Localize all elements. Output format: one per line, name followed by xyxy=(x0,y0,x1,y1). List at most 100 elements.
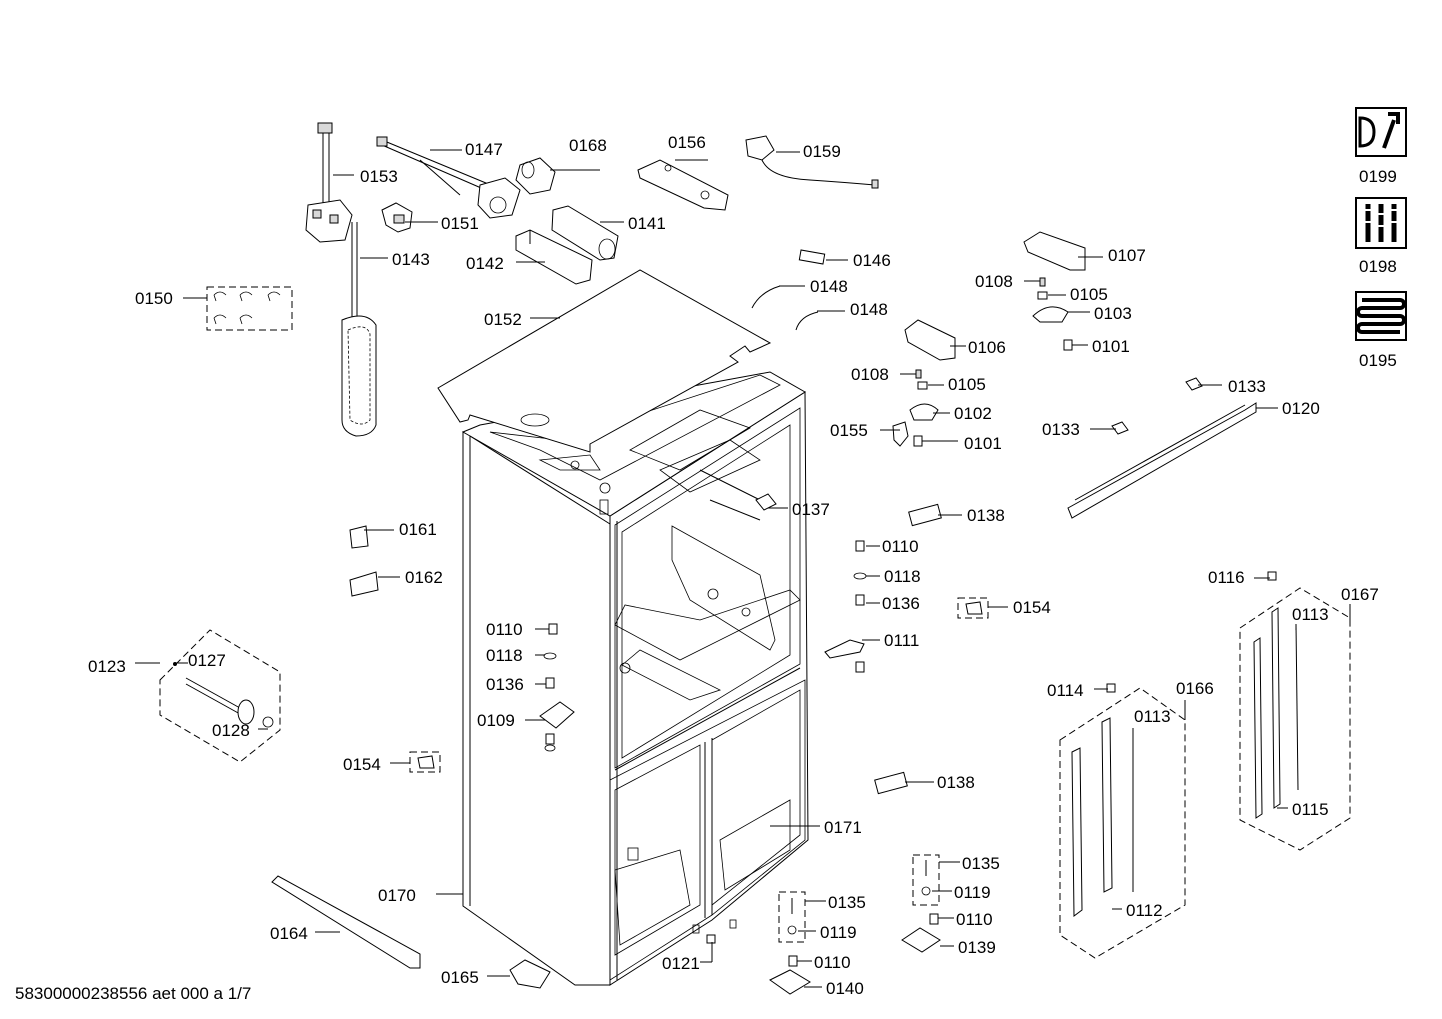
callout-0135-a: 0135 xyxy=(962,854,1000,873)
callout-0164: 0164 xyxy=(270,924,308,943)
part-0108-screw-b xyxy=(915,369,922,379)
part-0162-bracket xyxy=(349,571,379,597)
part-0147-rod-assembly xyxy=(376,136,521,219)
callout-0133-a: 0133 xyxy=(1228,377,1266,396)
callout-0154-a: 0154 xyxy=(1013,598,1051,617)
part-0108-screw-a xyxy=(1039,277,1046,287)
callout-0167: 0167 xyxy=(1341,585,1379,604)
callout-0143: 0143 xyxy=(392,250,430,269)
callout-0103: 0103 xyxy=(1094,304,1132,323)
part-0110-cap-c xyxy=(929,913,939,925)
callout-0199: 0199 xyxy=(1359,167,1397,186)
callout-0105-a: 0105 xyxy=(1070,285,1108,304)
callout-0109: 0109 xyxy=(477,711,515,730)
part-0135-set-a xyxy=(912,854,940,906)
callout-0151: 0151 xyxy=(441,214,479,233)
callout-0101-a: 0101 xyxy=(1092,337,1130,356)
top-cover-panel xyxy=(437,269,772,453)
part-0143-water-tank xyxy=(341,222,377,437)
callout-0140: 0140 xyxy=(826,979,864,998)
callout-0171: 0171 xyxy=(824,818,862,837)
callout-0102: 0102 xyxy=(954,404,992,423)
callout-0162: 0162 xyxy=(405,568,443,587)
part-0153-valve xyxy=(305,122,353,243)
callout-0133-b: 0133 xyxy=(1042,420,1080,439)
callout-0136-a: 0136 xyxy=(486,675,524,694)
callout-0147: 0147 xyxy=(465,140,503,159)
part-0165-foot xyxy=(509,959,551,989)
part-0103-hinge xyxy=(1032,306,1069,323)
callout-0108-b: 0108 xyxy=(851,365,889,384)
callout-0106: 0106 xyxy=(968,338,1006,357)
part-0133-clip-b xyxy=(1111,421,1129,435)
callout-0110-d: 0110 xyxy=(814,953,851,972)
part-0154-clip-a xyxy=(409,751,441,773)
part-0159-sensor xyxy=(745,135,879,189)
part-0121-clip xyxy=(706,934,716,944)
part-0138-handle-b xyxy=(874,771,908,795)
callout-0110-b: 0110 xyxy=(882,537,919,556)
part-0107-duct xyxy=(1023,231,1086,271)
callout-0170: 0170 xyxy=(378,886,416,905)
part-0101-bushing-b xyxy=(913,435,923,447)
document-id: 58300000238556 aet 000 a 1/7 xyxy=(15,984,251,1003)
callout-0198: 0198 xyxy=(1359,257,1397,276)
callout-0113-b: 0113 xyxy=(1134,707,1171,726)
callout-0127: 0127 xyxy=(188,651,226,670)
part-0109-hinge xyxy=(539,701,575,752)
part-0140-hinge xyxy=(769,969,811,995)
part-0106-duct xyxy=(904,319,956,361)
callout-0116: 0116 xyxy=(1208,568,1245,587)
screws-icon xyxy=(1355,197,1407,249)
callout-0138-a: 0138 xyxy=(967,506,1005,525)
part-0110-cap-a xyxy=(548,623,558,635)
callout-0152: 0152 xyxy=(484,310,522,329)
part-0118-ring-b xyxy=(853,572,867,580)
part-0138-handle-a xyxy=(908,503,942,527)
part-0102-hinge xyxy=(909,403,939,421)
part-0148-tubes xyxy=(751,285,819,331)
callout-0154-b: 0154 xyxy=(343,755,381,774)
callout-0111: 0111 xyxy=(884,631,919,650)
callout-0142: 0142 xyxy=(466,254,504,273)
part-0166-rail-kit xyxy=(1059,683,1186,959)
callout-0121: 0121 xyxy=(662,954,700,973)
callout-0114: 0114 xyxy=(1047,681,1084,700)
part-0133-clip-a xyxy=(1185,377,1203,391)
part-0167-rail-kit xyxy=(1239,571,1351,851)
callout-0159: 0159 xyxy=(803,142,841,161)
callout-0110-c: 0110 xyxy=(956,910,993,929)
part-0154-clip-b xyxy=(957,597,989,619)
part-0150-clips xyxy=(206,286,293,331)
part-0110-cap-d xyxy=(788,955,798,967)
callout-0161: 0161 xyxy=(399,520,437,539)
callout-0107: 0107 xyxy=(1108,246,1146,265)
part-0136-screw-a xyxy=(545,677,555,689)
part-0141-filter xyxy=(551,205,619,261)
callout-0135-b: 0135 xyxy=(828,893,866,912)
leader-lines xyxy=(135,149,1351,988)
callout-0110-a: 0110 xyxy=(486,620,523,639)
part-0123-hose-kit xyxy=(159,629,281,763)
callout-0148-a: 0148 xyxy=(810,277,848,296)
part-0156-bracket xyxy=(637,159,729,211)
callout-0155: 0155 xyxy=(830,421,868,440)
callout-0128: 0128 xyxy=(212,721,250,740)
callout-0141: 0141 xyxy=(628,214,666,233)
callout-labels: 0147 0168 0156 0159 0153 0151 0141 0143 … xyxy=(88,133,1397,998)
part-0168-cylinder xyxy=(515,157,556,195)
callout-0113-a: 0113 xyxy=(1292,605,1329,624)
part-0161-bracket xyxy=(349,525,369,549)
callout-0123: 0123 xyxy=(88,657,126,676)
part-0136-screw-b xyxy=(855,594,865,606)
callout-0112: 0112 xyxy=(1126,901,1163,920)
callout-0137: 0137 xyxy=(792,500,830,519)
tools-icon xyxy=(1355,107,1407,157)
part-0146-fitting xyxy=(798,249,826,265)
part-0137-clip xyxy=(755,493,777,511)
part-0135-set-b xyxy=(778,891,806,943)
callout-0153: 0153 xyxy=(360,167,398,186)
cabinet-body xyxy=(461,371,809,986)
refrigerant-coil-icon xyxy=(1355,291,1407,341)
